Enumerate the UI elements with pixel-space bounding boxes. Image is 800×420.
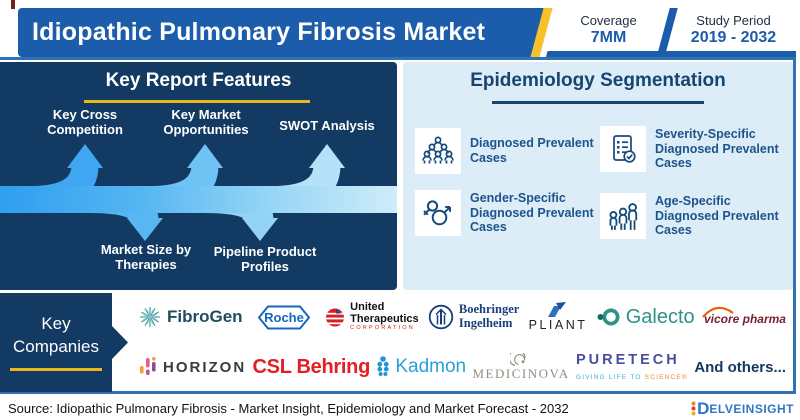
pliant-text: PLIANT [528, 318, 588, 332]
up-arrow-head [309, 144, 345, 168]
epi-item: Age-Specific Diagnosed Prevalent Cases [600, 193, 792, 239]
ut-line2: Therapeutics [350, 312, 419, 325]
logo-boehringer-ingelheim: Boehringer Ingelheim [428, 302, 520, 331]
svg-text:Roche: Roche [264, 310, 304, 325]
galecto-ring-icon [597, 308, 620, 326]
feature-label: Key Cross Competition [47, 107, 123, 137]
logo-row-2: HORIZON CSL Behring Kadmon MEDICINOVA PU… [132, 342, 792, 392]
epi-item: Severity-Specific Diagnosed Prevalent Ca… [600, 126, 790, 172]
vicore-text: vicore pharma [703, 312, 786, 326]
fibrogen-text: FibroGen [167, 307, 243, 326]
vicore-swoosh-icon [702, 306, 734, 318]
logo-puretech: PURETECH GIVING LIFE TO SCIENCE® [576, 352, 688, 382]
features-title: Key Report Features [105, 70, 292, 91]
delveinsight-wordmark: ELVEINSIGHT [709, 401, 794, 416]
epi-label: Severity-Specific Diagnosed Prevalent Ca… [655, 126, 779, 171]
key-companies-label: Key Companies [0, 293, 128, 392]
feature-label: Pipeline Product Profiles [213, 244, 317, 274]
report-title: Idiopathic Pulmonary Fibrosis Market [18, 8, 548, 57]
down-arrow-head [242, 218, 278, 241]
csl-text: CSL Behring [252, 355, 371, 378]
source-note: Source: Idiopathic Pulmonary Fibrosis - … [8, 401, 569, 416]
flow-arrows-graphic [0, 144, 397, 241]
study-period-value: 2019 - 2032 [690, 29, 777, 46]
fibrogen-starburst-icon [140, 307, 160, 327]
galecto-text: Galecto [625, 305, 695, 328]
feature-label: SWOT Analysis [279, 118, 375, 133]
epidemiology-panel: Epidemiology Segmentation Diagnosed Prev… [403, 62, 793, 290]
horizon-bars-icon [140, 357, 156, 375]
medicinova-text: MEDICINOVA [472, 365, 570, 381]
features-title-underline [84, 100, 310, 103]
horizon-text: HORIZON [163, 358, 247, 376]
epi-label: Gender-Specific Diagnosed Prevalent Case… [470, 190, 594, 235]
ut-corporation: CORPORATION [350, 325, 415, 332]
report-title-text: Idiopathic Pulmonary Fibrosis Market [32, 18, 486, 46]
medicinova-spiral-icon [510, 352, 526, 366]
logo-united-therapeutics: United Therapeutics CORPORATION [325, 301, 419, 332]
boehringer-emblem-icon [428, 304, 454, 330]
logo-horizon: HORIZON [138, 356, 246, 378]
puretech-tagline: GIVING LIFE TO SCIENCE® [575, 374, 688, 382]
coverage-value: 7MM [590, 29, 627, 46]
footer: Source: Idiopathic Pulmonary Fibrosis - … [0, 394, 800, 420]
key-companies-underline [10, 368, 102, 371]
epi-label: Age-Specific Diagnosed Prevalent Cases [655, 193, 779, 238]
ut-line1: United [350, 301, 385, 314]
feature-label: Key Market Opportunities [163, 107, 249, 137]
puretech-text: PURETECH [575, 351, 680, 368]
key-companies-text: Key Companies [13, 314, 99, 356]
gender-icon [415, 190, 461, 236]
logo-pliant: PLIANT [529, 302, 588, 332]
logo-vicore-pharma: vicore pharma [702, 306, 786, 326]
header-meta: Coverage 7MM Study Period 2019 - 2032 [546, 8, 796, 57]
logo-galecto: Galecto [597, 305, 695, 329]
epi-item: Gender-Specific Diagnosed Prevalent Case… [415, 190, 600, 236]
coverage-label: Coverage [580, 13, 637, 28]
logo-roche: Roche [252, 304, 316, 331]
epidemiology-title-underline [492, 101, 704, 104]
down-arrow-head [127, 218, 163, 241]
logo-kadmon: Kadmon [376, 356, 466, 378]
up-arrow-head [67, 144, 103, 168]
epi-label: Diagnosed Prevalent Cases [470, 136, 594, 165]
delveinsight-dots-icon [691, 401, 697, 416]
study-period-block: Study Period 2019 - 2032 [671, 8, 796, 51]
and-others-text: And others... [694, 358, 786, 376]
up-arrow-head [187, 144, 223, 168]
logo-csl-behring: CSL Behring [252, 355, 371, 379]
united-therapeutics-lungs-icon [325, 308, 346, 327]
delveinsight-logo: D ELVEINSIGHT [691, 400, 794, 417]
audience-icon [415, 128, 461, 174]
epi-item: Diagnosed Prevalent Cases [415, 128, 597, 174]
logo-medicinova: MEDICINOVA [472, 352, 570, 382]
bi-line2: Ingelheim [458, 316, 513, 330]
company-logos: FibroGen Roche United Therapeutics CORPO… [132, 292, 792, 392]
corner-ribbon-mark [11, 0, 15, 9]
checklist-icon [600, 126, 646, 172]
delveinsight-d: D [697, 399, 710, 418]
key-report-features-panel: Key Report Features Key Cross Competitio… [0, 62, 397, 290]
age-group-icon [600, 193, 646, 239]
kadmon-beads-icon [377, 356, 389, 376]
epidemiology-title: Epidemiology Segmentation [470, 70, 726, 91]
logo-fibrogen: FibroGen [138, 305, 243, 329]
kadmon-text: Kadmon [395, 356, 467, 377]
pliant-flag-icon [548, 302, 567, 317]
bi-line1: Boehringer [458, 302, 520, 317]
coverage-block: Coverage 7MM [546, 8, 671, 51]
feature-label: Market Size by Therapies [100, 242, 192, 272]
roche-hexagon-icon: Roche [257, 305, 311, 329]
study-period-label: Study Period [696, 13, 771, 28]
flow-band [0, 186, 397, 213]
logo-row-1: FibroGen Roche United Therapeutics CORPO… [132, 292, 792, 342]
